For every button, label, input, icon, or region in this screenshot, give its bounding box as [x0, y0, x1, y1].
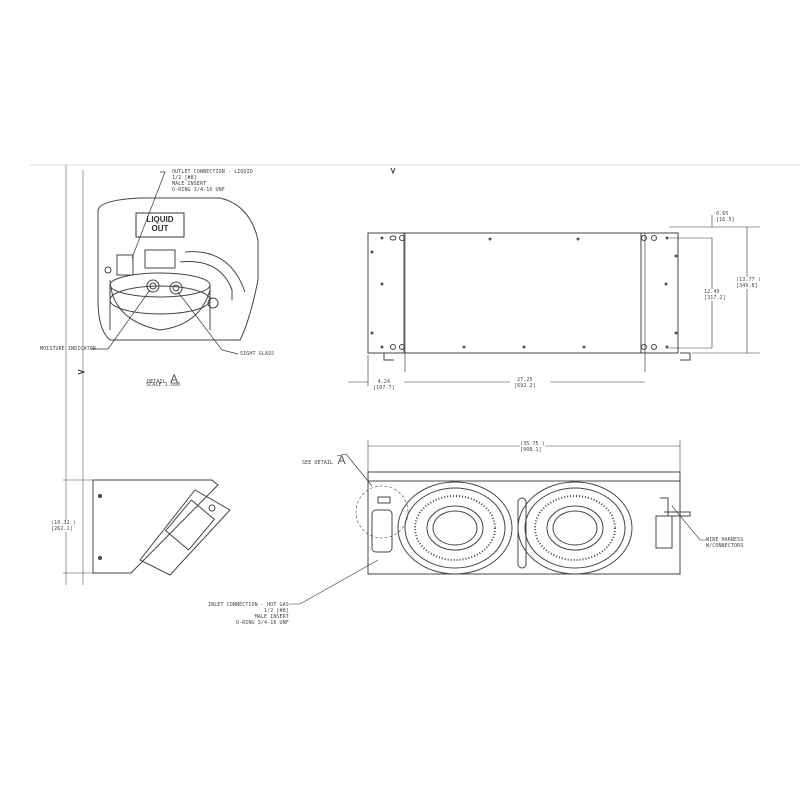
inlet-callout-line4: O-RING 3/4-16 UNF: [236, 620, 289, 626]
dim-424: 4.24 [107.7]: [373, 379, 395, 391]
dim-3575-mm: [908.1]: [520, 447, 542, 453]
detail-a-title-letter: A: [170, 372, 179, 386]
dim-1032-inch: (10.32 ): [51, 520, 76, 526]
detail-a-title-text: DETAIL: [147, 379, 166, 385]
dim-3575-inch: (35.75 ): [520, 441, 545, 447]
see-detail-text: SEE DETAIL: [302, 460, 334, 466]
detail-a-illustration: [91, 171, 259, 355]
dim-1032-mm: [262.1]: [51, 526, 73, 532]
outlet-callout-line2: 1/2 [#8]: [172, 175, 197, 181]
moisture-indicator-label: MOISTURE INDICATOR: [40, 346, 96, 352]
fan-left: [397, 481, 513, 575]
dim-2725: 27.25 [692.2]: [514, 377, 536, 389]
dim-424-mm: [107.7]: [373, 385, 395, 391]
dim-1377-inch: (13.77 ): [736, 277, 761, 283]
inlet-callout-line2: 1/2 [#8]: [263, 608, 289, 614]
liquid-out-tag-line1: LIQUID: [146, 215, 174, 224]
fan-right: [517, 481, 633, 575]
dim-065-inch: 0.65: [716, 211, 729, 217]
see-detail-a: SEE DETAIL A: [302, 451, 346, 469]
dim-2725-mm: [692.2]: [514, 383, 536, 389]
front-view-illustration: [289, 440, 706, 605]
wire-harness-line2: W/CONNECTORS: [706, 543, 744, 549]
outlet-callout-line3: MALE INSERT: [172, 181, 207, 187]
side-view-illustration: [63, 479, 231, 576]
see-detail-letter: A: [337, 453, 346, 467]
outlet-callout-line4: O-RING 3/4-16 UNF: [172, 187, 225, 193]
inlet-connection-callout: INLET CONNECTION - HOT GAS 1/2 [#8] MALE…: [208, 602, 289, 626]
dim-424-inch: 4.24: [377, 379, 391, 385]
dim-1032: (10.32 ) [262.1]: [51, 520, 76, 532]
dim-065: 0.65 [16.5]: [716, 211, 735, 223]
top-view-illustration: [348, 215, 760, 386]
wire-harness-label: WIRE HARNESS W/CONNECTORS: [706, 537, 743, 549]
inlet-callout-line3: MALE INSERT: [254, 614, 289, 620]
dim-3575: (35.75 ) [908.1]: [520, 441, 545, 453]
sight-glass-label: SIGHT GLASS: [240, 351, 275, 357]
dim-1249-inch: 12.49: [704, 289, 720, 295]
inlet-callout-line1: INLET CONNECTION - HOT GAS: [208, 602, 289, 608]
wire-harness-line1: WIRE HARNESS: [706, 537, 744, 543]
outlet-connection-callout: OUTLET CONNECTION - LIQUID 1/2 [#8] MALE…: [172, 169, 253, 193]
liquid-out-tag: LIQUID OUT: [137, 215, 183, 233]
detail-a-title: DETAIL A: [147, 370, 178, 388]
dim-065-mm: [16.5]: [716, 217, 735, 223]
dim-1249-mm: [317.2]: [704, 295, 726, 301]
dim-2725-inch: 27.25: [517, 377, 533, 383]
dim-1249: 12.49 [317.2]: [704, 289, 726, 301]
detail-a-scale: SCALE 1.000: [146, 382, 181, 388]
liquid-out-tag-line2: OUT: [151, 224, 169, 233]
dim-1377-mm: [349.8]: [736, 283, 758, 289]
dim-1377: (13.77 ) [349.8]: [736, 277, 761, 289]
outlet-callout-line1: OUTLET CONNECTION - LIQUID: [172, 169, 253, 175]
